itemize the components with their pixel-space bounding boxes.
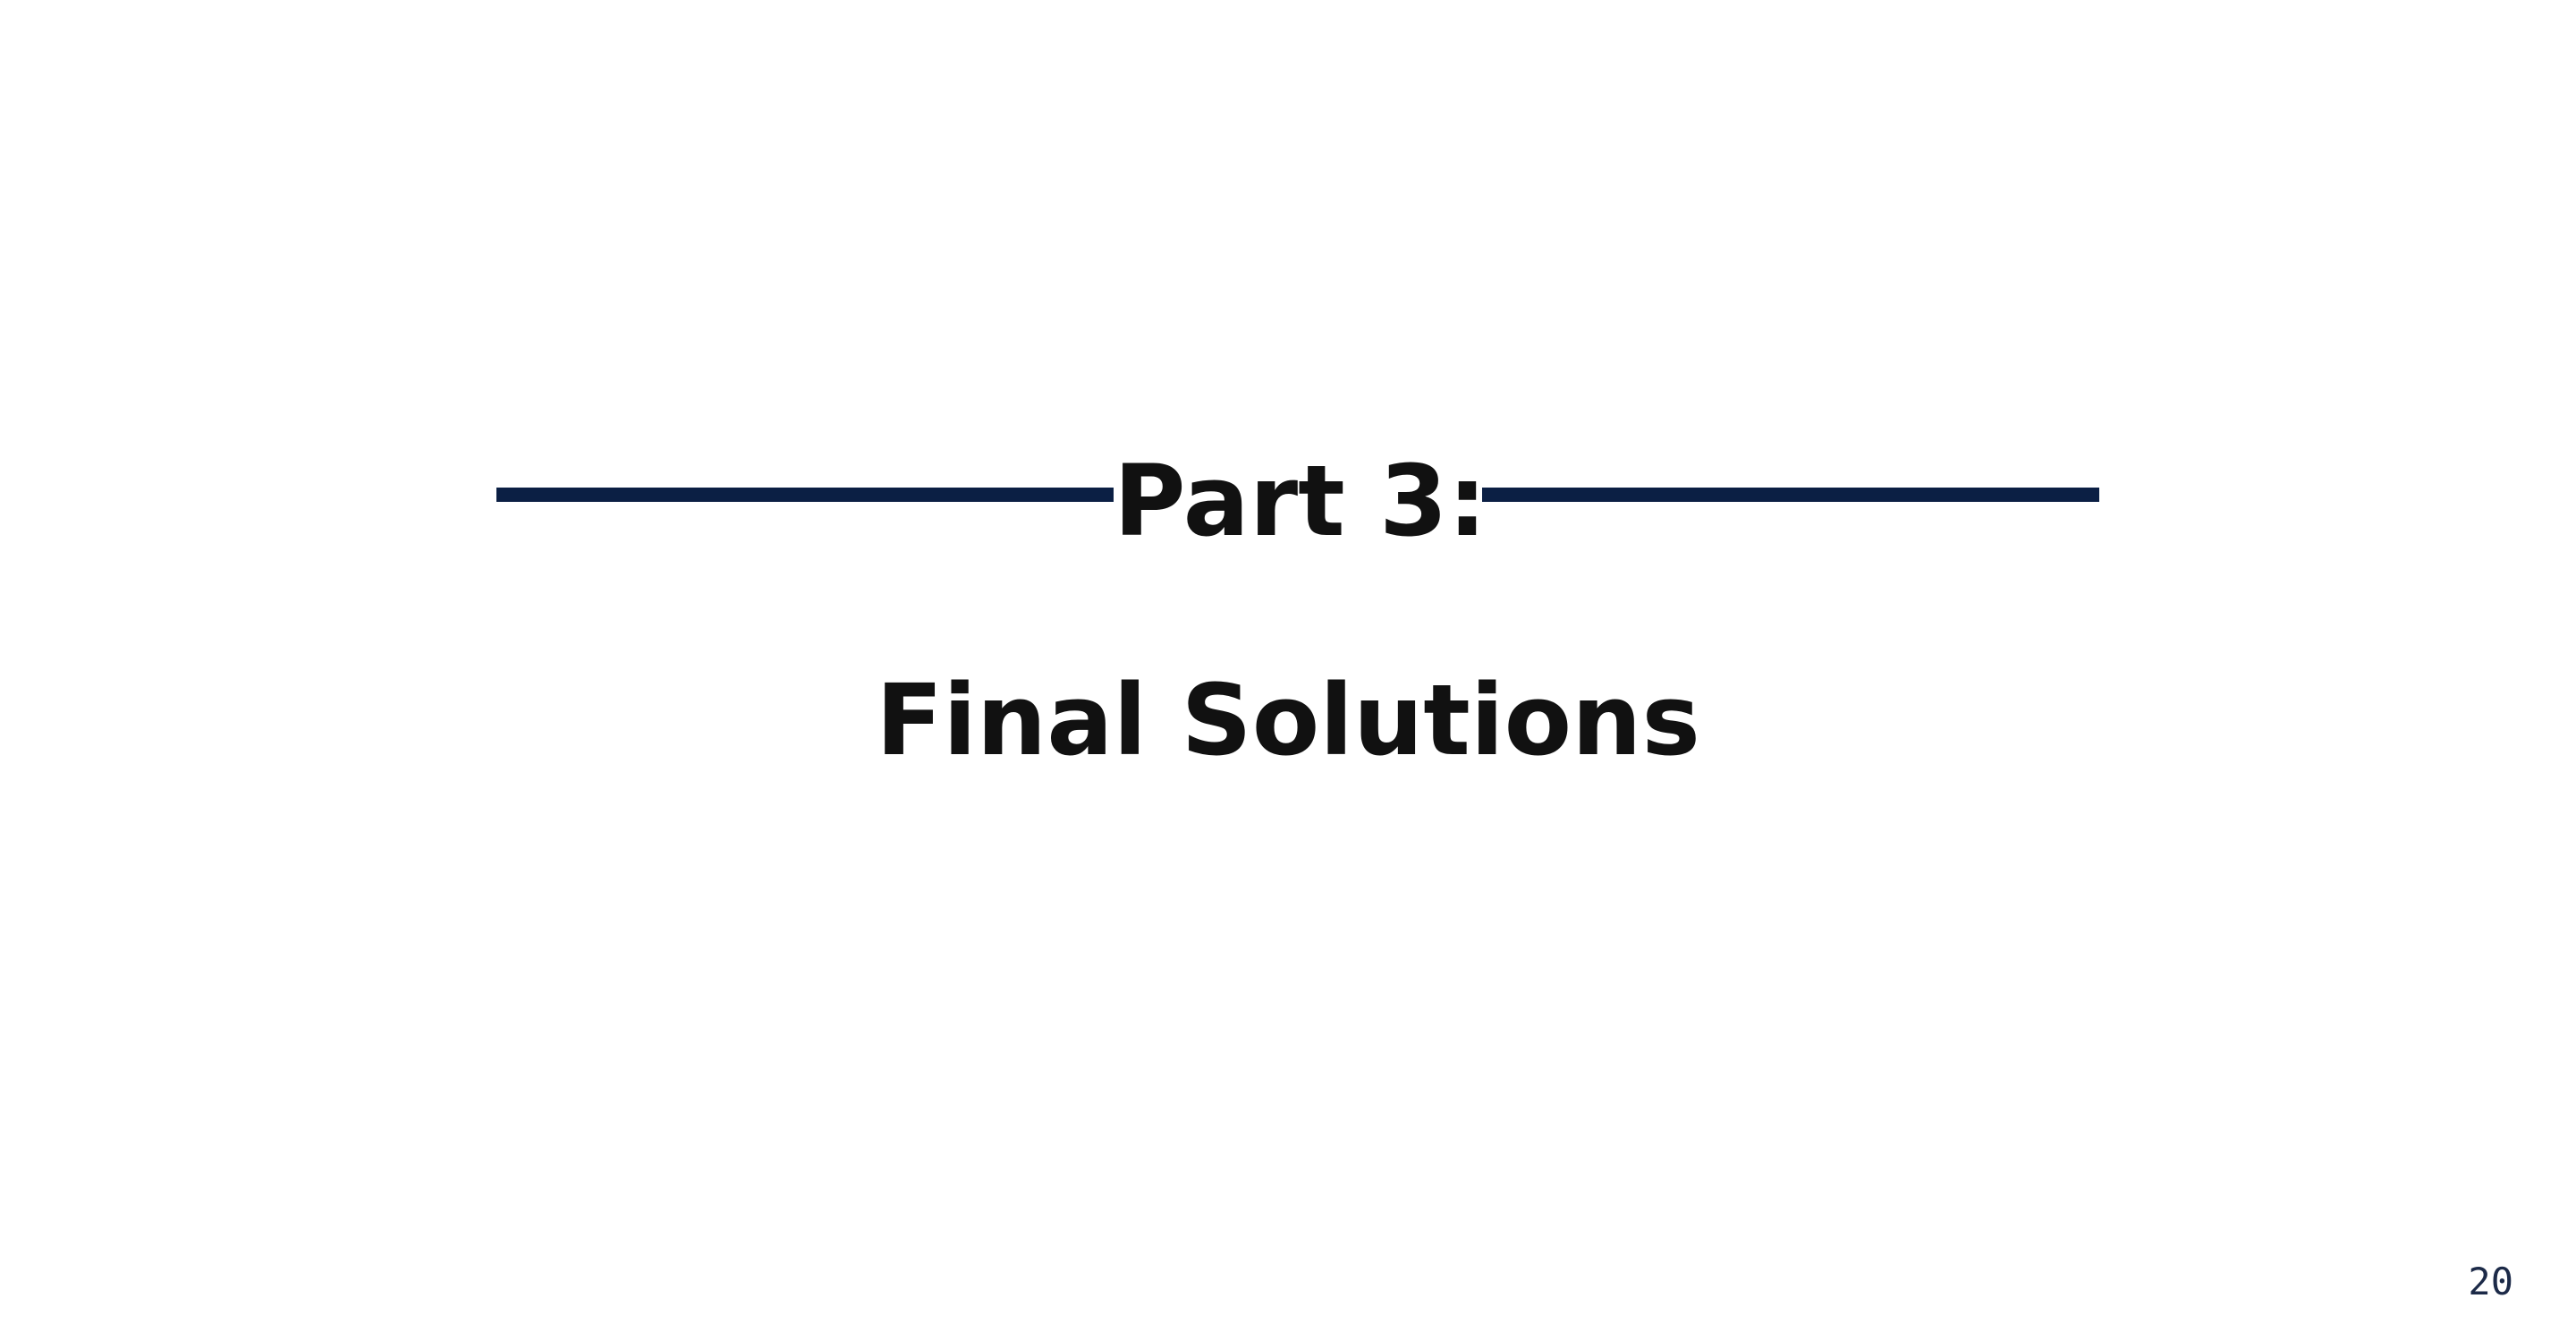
left-divider-rule (496, 488, 1114, 502)
part-heading: Part 3: (1114, 444, 1487, 558)
page-number: 20 (2468, 1260, 2513, 1303)
right-divider-rule (1482, 488, 2099, 502)
section-title: Final Solutions (876, 663, 1700, 777)
